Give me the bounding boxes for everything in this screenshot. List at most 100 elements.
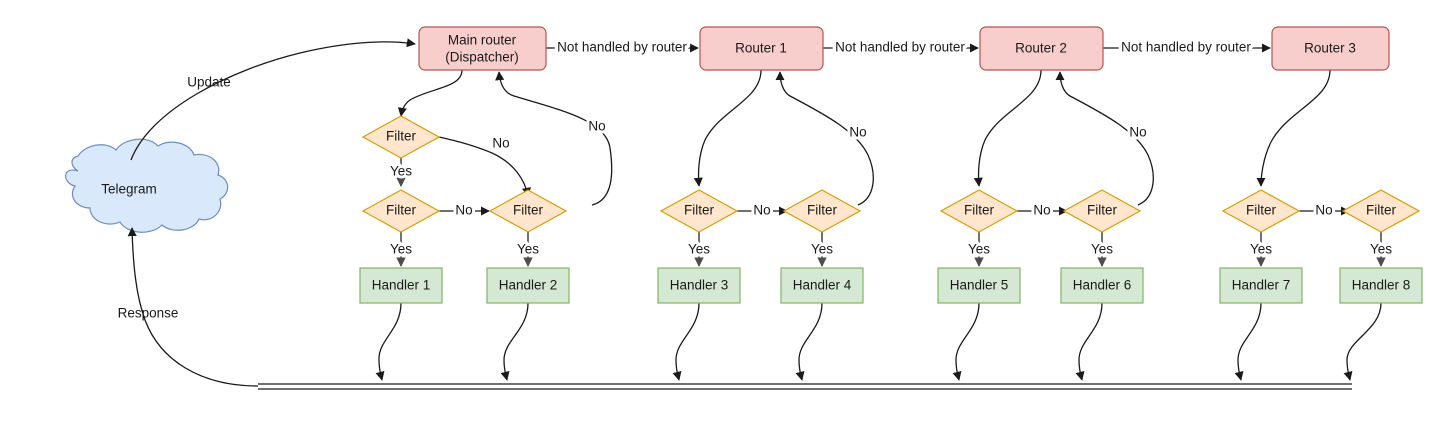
main-router-box[interactable]: [418, 26, 547, 71]
edge-handler-5-to-bar: [952, 302, 980, 381]
handler-4-box[interactable]: [780, 267, 864, 304]
filter-g-label: Filter: [1087, 203, 1118, 218]
handler-6-label: Handler 6: [1073, 278, 1132, 293]
filter-a-diamond[interactable]: [361, 115, 441, 159]
filter-d-diamond[interactable]: [659, 189, 739, 233]
filter-a-label: Filter: [386, 129, 417, 144]
filter-b-label: Filter: [513, 203, 544, 218]
edge-handler-7-to-bar: [1234, 302, 1262, 381]
node-main-router[interactable]: Main router (Dispatcher): [418, 26, 547, 71]
node-handler-3[interactable]: Handler 3: [657, 267, 741, 304]
response-collector-bar: [258, 383, 1352, 390]
handler-2-label: Handler 2: [499, 278, 558, 293]
edge-label-not-handled-2: Not handled by router: [835, 40, 965, 55]
handler-7-box[interactable]: [1219, 267, 1303, 304]
edge-label-update: Update: [187, 75, 231, 90]
edge-handler-6-to-bar: [1075, 302, 1103, 381]
edge-handler-3-to-bar: [672, 302, 700, 381]
filter-c-label: Filter: [386, 203, 417, 218]
edge-router1-to-filter-d: [693, 69, 762, 187]
router-3-box[interactable]: [1271, 26, 1390, 71]
handler-8-box[interactable]: [1339, 267, 1423, 304]
filter-i-label: Filter: [1366, 203, 1397, 218]
edge-label-not-handled-3: Not handled by router: [1121, 40, 1251, 55]
node-handler-6[interactable]: Handler 6: [1060, 267, 1144, 304]
filter-e-diamond[interactable]: [782, 189, 862, 233]
node-handler-5[interactable]: Handler 5: [937, 267, 1021, 304]
filter-i-diamond[interactable]: [1341, 189, 1421, 233]
edge-label-yes-2: Yes: [517, 242, 539, 257]
node-filter-g[interactable]: Filter: [1062, 189, 1142, 233]
node-handler-2[interactable]: Handler 2: [486, 267, 570, 304]
edge-mainrouter-to-filter-a: [397, 69, 463, 117]
filter-b-diamond[interactable]: [488, 189, 568, 233]
router-2-label: Router 2: [1015, 41, 1067, 56]
node-handler-4[interactable]: Handler 4: [780, 267, 864, 304]
node-filter-a[interactable]: Filter: [361, 115, 441, 159]
node-filter-i[interactable]: Filter: [1341, 189, 1421, 233]
handler-1-label: Handler 1: [372, 278, 431, 293]
node-filter-b[interactable]: Filter: [488, 189, 568, 233]
filter-f-label: Filter: [964, 203, 995, 218]
handler-5-label: Handler 5: [950, 278, 1009, 293]
edge-label-yes-3: Yes: [688, 242, 710, 257]
edge-label-no-f: No: [1033, 203, 1050, 218]
handler-6-box[interactable]: [1060, 267, 1144, 304]
filter-f-diamond[interactable]: [939, 189, 1019, 233]
edge-response: [127, 227, 259, 387]
router-1-box[interactable]: [699, 26, 824, 71]
edge-router2-to-filter-f: [973, 69, 1042, 187]
node-router-3[interactable]: Router 3: [1271, 26, 1390, 71]
cloud-icon: [65, 138, 229, 233]
router-2-box[interactable]: [979, 26, 1104, 71]
edge-label-yes-1: Yes: [390, 242, 412, 257]
node-filter-c[interactable]: Filter: [361, 189, 441, 233]
edge-filter-b-no-to-mainrouter: [495, 71, 613, 206]
handler-8-label: Handler 8: [1352, 278, 1411, 293]
handler-7-label: Handler 7: [1232, 278, 1291, 293]
handler-1-box[interactable]: [359, 267, 443, 304]
edge-label-not-handled-1: Not handled by router: [557, 40, 687, 55]
edge-label-yes-top: Yes: [390, 164, 412, 179]
router-1-label: Router 1: [735, 41, 787, 56]
telegram-cloud-node: Telegram: [65, 138, 229, 233]
node-filter-f[interactable]: Filter: [939, 189, 1019, 233]
node-handler-7[interactable]: Handler 7: [1219, 267, 1303, 304]
edge-label-no-c: No: [455, 203, 472, 218]
node-handler-8[interactable]: Handler 8: [1339, 267, 1423, 304]
edge-label-response: Response: [118, 306, 179, 321]
edge-handler-2-to-bar: [500, 302, 529, 381]
node-router-2[interactable]: Router 2: [979, 26, 1104, 71]
main-router-label-line2: (Dispatcher): [445, 50, 519, 65]
edge-filter-a-no-to-filter-b: [438, 136, 531, 197]
handler-2-box[interactable]: [486, 267, 570, 304]
main-router-label-line1: Main router: [448, 33, 517, 48]
edge-filter-g-no-to-router2: [1055, 71, 1154, 206]
edge-filter-e-no-to-router1: [775, 71, 874, 206]
edge-label-no-h: No: [1315, 203, 1332, 218]
filter-h-diamond[interactable]: [1221, 189, 1301, 233]
filter-c-diamond[interactable]: [361, 189, 441, 233]
handler-3-label: Handler 3: [670, 278, 729, 293]
edge-router3-to-filter-h: [1256, 69, 1331, 187]
edge-label-no-g: No: [1129, 125, 1146, 140]
edge-update: [130, 38, 416, 161]
node-filter-d[interactable]: Filter: [659, 189, 739, 233]
handler-5-box[interactable]: [937, 267, 1021, 304]
handler-4-label: Handler 4: [793, 278, 852, 293]
telegram-label: Telegram: [101, 182, 157, 197]
filter-e-label: Filter: [807, 203, 838, 218]
filter-g-diamond[interactable]: [1062, 189, 1142, 233]
edge-label-yes-5: Yes: [968, 242, 990, 257]
handler-3-box[interactable]: [657, 267, 741, 304]
edge-label-no-e: No: [849, 125, 866, 140]
node-filter-e[interactable]: Filter: [782, 189, 862, 233]
edge-label-yes-7: Yes: [1250, 242, 1272, 257]
node-filter-h[interactable]: Filter: [1221, 189, 1301, 233]
edge-label-yes-8: Yes: [1370, 242, 1392, 257]
node-handler-1[interactable]: Handler 1: [359, 267, 443, 304]
router-3-label: Router 3: [1304, 41, 1356, 56]
node-router-1[interactable]: Router 1: [699, 26, 824, 71]
